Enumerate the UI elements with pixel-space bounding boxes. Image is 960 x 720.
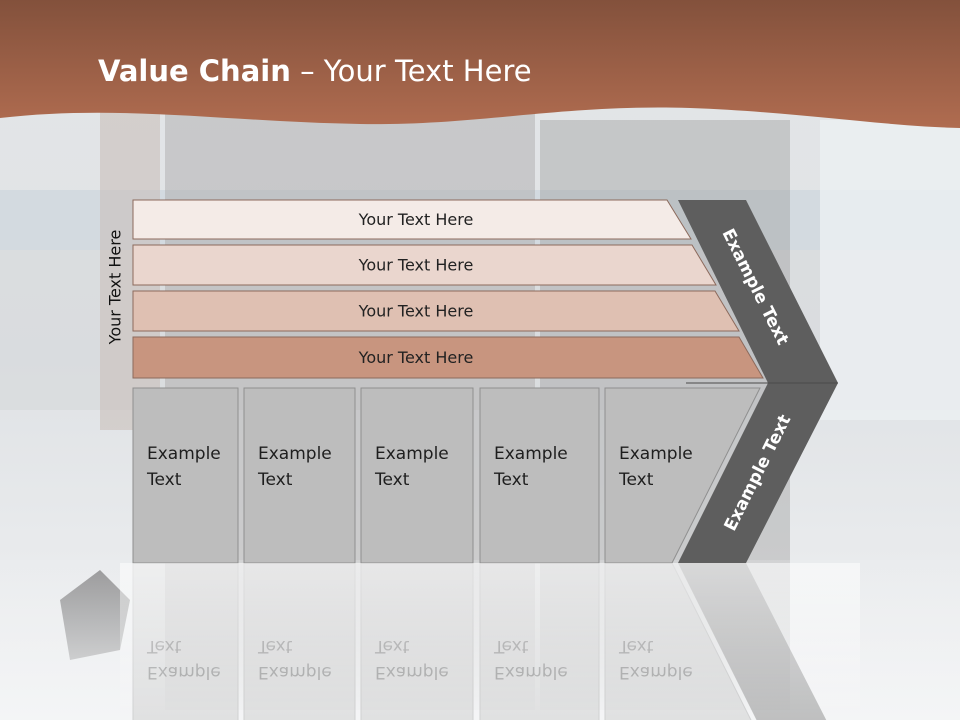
row-bar-1 [132, 199, 692, 240]
column-label-line2-5: Text [618, 470, 654, 490]
column-box-4 [479, 387, 600, 564]
row-bar-4 [132, 336, 764, 379]
row-label-2: Your Text Here [358, 256, 474, 275]
reflection: ExampleTextExampleTextExampleTextExample… [120, 562, 860, 720]
column-label-line1-2: Example [258, 444, 332, 464]
column-box-2 [243, 387, 356, 564]
title-rest: – Your Text Here [290, 54, 532, 88]
header-band [0, 0, 960, 128]
row-label-1: Your Text Here [358, 210, 474, 229]
row-label-4: Your Text Here [358, 348, 474, 367]
row-bar-3 [132, 290, 740, 332]
column-box-3 [360, 387, 474, 564]
column-label-line1-4: Example [494, 444, 568, 464]
row-label-3: Your Text Here [358, 302, 474, 321]
column-label-line1-1: Example [147, 444, 221, 464]
title-bold: Value Chain [98, 54, 291, 88]
column-label-line2-4: Text [493, 470, 529, 490]
column-label-line2-3: Text [374, 470, 410, 490]
column-box-1 [132, 387, 239, 564]
row-bar-2 [132, 244, 717, 286]
column-label-line2-2: Text [257, 470, 293, 490]
column-label-line2-1: Text [146, 470, 182, 490]
chevron-arrow [678, 200, 838, 563]
slide-title: Value Chain – Your Text Here [98, 54, 532, 88]
column-label-line1-5: Example [619, 444, 693, 464]
reflection-fade [120, 563, 860, 720]
column-label-line1-3: Example [375, 444, 449, 464]
side-label: Your Text Here [105, 229, 125, 345]
